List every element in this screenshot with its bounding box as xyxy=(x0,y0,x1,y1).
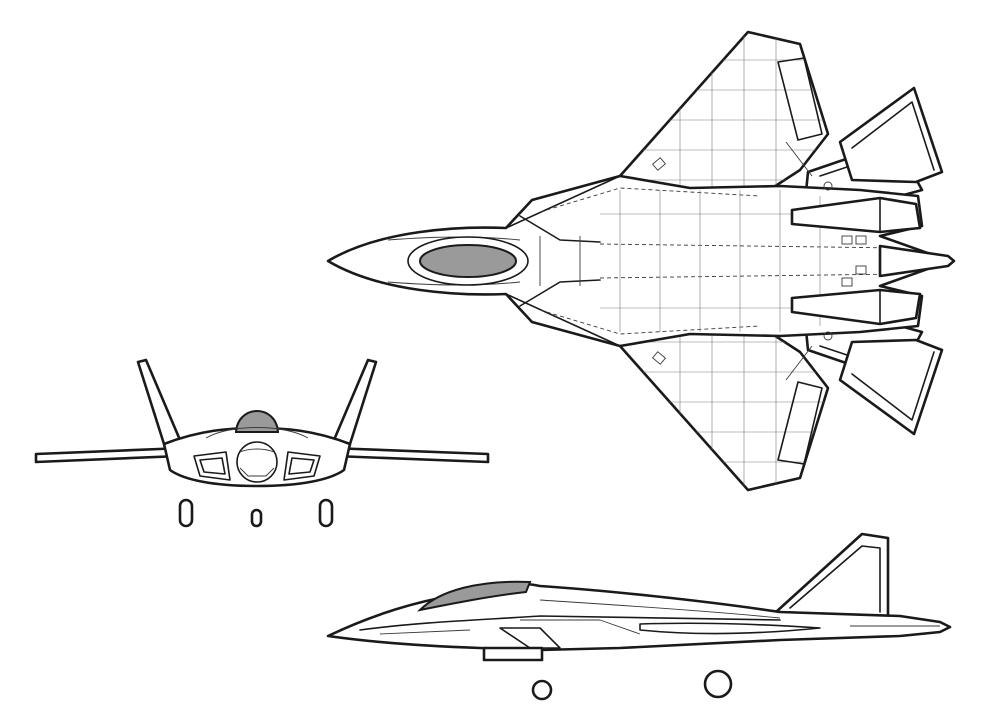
front-left-vertical-tail xyxy=(136,358,182,446)
top-view xyxy=(326,30,956,492)
front-left-wing xyxy=(34,446,186,464)
side-view xyxy=(326,532,952,701)
left-main-gear xyxy=(178,498,194,528)
right-intake xyxy=(283,451,321,481)
front-right-vertical-tail xyxy=(332,358,378,446)
right-main-gear xyxy=(318,498,334,528)
front-right-wing xyxy=(328,446,490,464)
canopy-side xyxy=(416,580,532,612)
canopy-frame-top xyxy=(407,236,529,286)
side-main-wheel xyxy=(703,669,733,699)
side-nose-wheel xyxy=(531,679,553,701)
nose-radome xyxy=(236,441,278,483)
canopy-front xyxy=(234,410,280,433)
tail-stinger xyxy=(878,244,956,278)
right-vertical-tail-top xyxy=(838,338,944,436)
front-view xyxy=(34,358,490,528)
front-fuselage xyxy=(162,426,352,488)
side-belly-bay xyxy=(482,646,544,662)
nose-gear xyxy=(250,508,263,528)
left-intake xyxy=(193,451,231,481)
canopy-top xyxy=(419,244,517,278)
left-vertical-tail-top xyxy=(838,86,944,184)
